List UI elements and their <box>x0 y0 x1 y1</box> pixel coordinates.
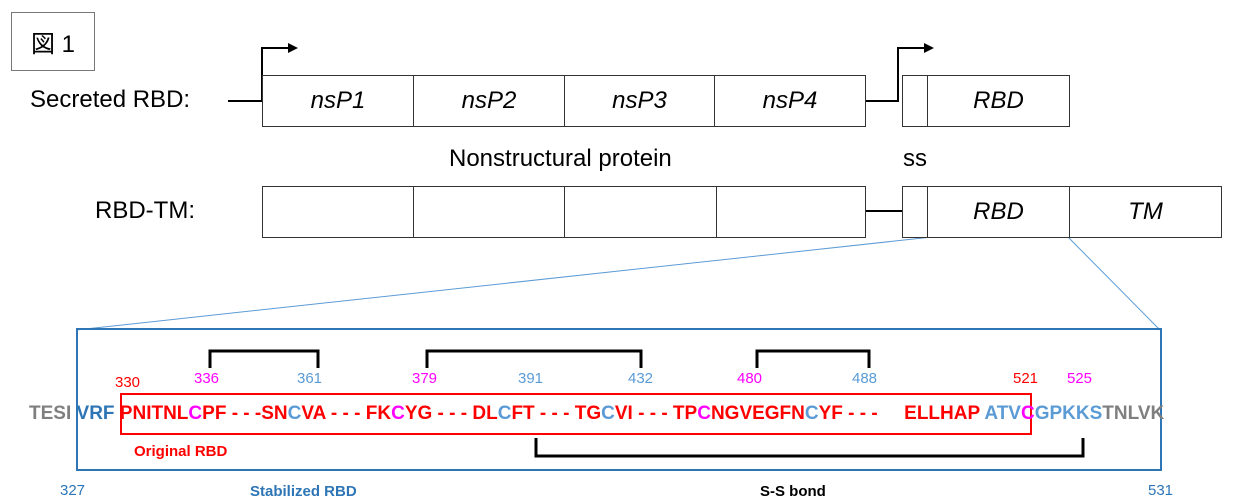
nsp3-box-tm <box>564 186 717 238</box>
nsp4-box-tm <box>716 186 866 238</box>
tm-label: TM <box>1128 198 1163 225</box>
zoom-line-right <box>1067 236 1161 331</box>
stabilized-right-1: ATV <box>984 403 1021 424</box>
nsp2-label: nsP2 <box>461 87 517 114</box>
cys-480: C <box>697 403 711 424</box>
seq-segment-7: NGVEGFN <box>710 403 805 424</box>
nonstructural-caption: Nonstructural protein <box>449 145 672 172</box>
position-480: 480 <box>737 370 763 387</box>
nsp3-label: nsP3 <box>612 87 667 114</box>
nsp4-box: nsP4 <box>714 75 866 127</box>
seq-segment-9: ELLHAP <box>904 403 980 424</box>
cys-432: C <box>601 403 615 424</box>
nsp1-box-tm <box>262 186 414 238</box>
nsp1-label: nsP1 <box>310 87 366 114</box>
position-521: 521 <box>1013 370 1039 387</box>
ss-bracket-391-525 <box>534 438 1085 458</box>
position-327: 327 <box>60 482 86 499</box>
cys-379: C <box>391 403 405 424</box>
rbd-box-top: RBD <box>927 75 1070 127</box>
seq-segment-5: FT - - - TG <box>511 403 602 424</box>
position-531: 531 <box>1148 482 1174 499</box>
cys-336: C <box>188 403 203 424</box>
nsp3-box: nsP3 <box>564 75 715 127</box>
position-432: 432 <box>628 370 654 387</box>
seq-segment-6: VI - - - TP <box>614 403 698 424</box>
rbd-bottom-label: RBD <box>973 198 1024 225</box>
rbd-top-label: RBD <box>973 87 1024 114</box>
signal-sequence-box-bottom <box>902 186 928 238</box>
sequence-detail-frame <box>76 328 1162 471</box>
position-488: 488 <box>852 370 878 387</box>
zoom-line-left <box>75 236 933 331</box>
position-336: 336 <box>194 370 220 387</box>
cys-525: C <box>1020 403 1035 424</box>
ss-bracket-379-432 <box>425 349 643 368</box>
seq-segment-3: VA - - - FK <box>301 403 392 424</box>
seq-segment-8: YF - - - <box>818 403 878 424</box>
seq-segment-4: YG - - - DL <box>404 403 498 424</box>
promoter-arrowhead-1 <box>288 43 298 53</box>
flank-left: TESI <box>29 403 72 424</box>
stabilized-left: VRF <box>76 403 115 424</box>
original-rbd-box <box>120 393 1032 435</box>
seq-segment-2: PF - - -SN <box>202 403 288 424</box>
position-379: 379 <box>412 370 438 387</box>
signal-sequence-box-top <box>902 75 928 127</box>
ss-bracket-336-361 <box>208 349 320 368</box>
promoter-arrow-1 <box>228 47 290 102</box>
position-525: 525 <box>1067 370 1093 387</box>
figure-label: 図 1 <box>11 12 95 71</box>
sequence-line: TESI VRF PNITNLCPF - - -SNCVA - - - FKCY… <box>29 401 1164 427</box>
ss-bracket-480-488 <box>755 349 871 368</box>
cys-488: C <box>804 403 819 424</box>
cys-391: C <box>497 403 512 424</box>
stabilized-right-2: GPKKS <box>1034 403 1103 424</box>
position-330: 330 <box>115 374 141 391</box>
promoter-arrowhead-2 <box>924 43 934 53</box>
cys-361: C <box>287 403 302 424</box>
nsp4-label: nsP4 <box>762 87 818 114</box>
stabilized-rbd-label: Stabilized RBD <box>250 483 357 500</box>
rbd-box-bottom: RBD <box>927 186 1070 238</box>
original-rbd-label: Original RBD <box>134 443 228 460</box>
position-391: 391 <box>518 370 544 387</box>
position-361: 361 <box>297 370 323 387</box>
rbd-tm-label: RBD-TM: <box>95 197 195 224</box>
tm-box: TM <box>1069 186 1222 238</box>
nsp2-box: nsP2 <box>413 75 565 127</box>
ss-caption: ss <box>903 145 927 172</box>
flank-right: TNLVK <box>1102 403 1165 424</box>
secreted-rbd-label: Secreted RBD: <box>30 86 191 113</box>
nsp1-box: nsP1 <box>262 75 414 127</box>
nsp2-box-tm <box>413 186 565 238</box>
promoter-arrow-2 <box>866 47 926 102</box>
seq-segment-1: PNITNL <box>119 403 189 424</box>
ss-bond-label: S-S bond <box>760 483 826 500</box>
